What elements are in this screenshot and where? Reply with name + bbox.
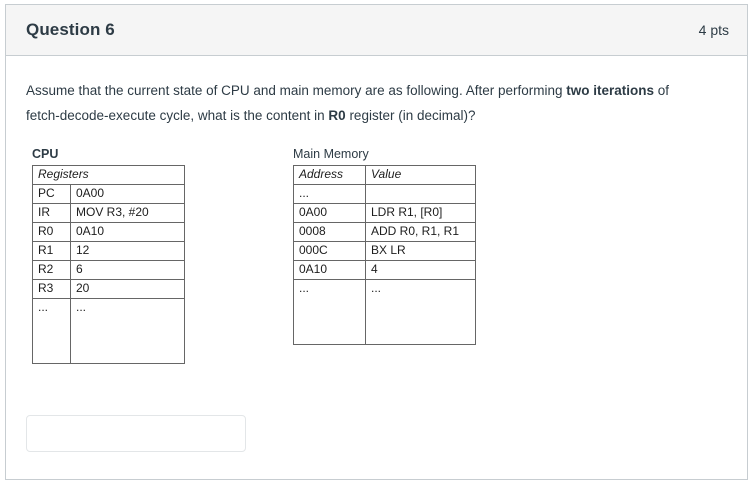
cpu-reg-value: 0A10 bbox=[70, 222, 185, 242]
question-points: 4 pts bbox=[698, 22, 729, 38]
memory-address: 0A00 bbox=[293, 203, 366, 223]
cpu-reg-value: ... bbox=[70, 298, 185, 364]
table-row-header: Registers bbox=[32, 165, 185, 185]
cpu-reg-name: R2 bbox=[32, 260, 71, 280]
prompt-emphasis-iterations: two iterations bbox=[566, 83, 655, 98]
cpu-reg-name: PC bbox=[32, 184, 71, 204]
question-card: Question 6 4 pts Assume that the current… bbox=[5, 4, 748, 480]
table-row: R0 0A10 bbox=[32, 222, 185, 242]
question-header: Question 6 4 pts bbox=[6, 5, 747, 56]
cpu-reg-value: 0A00 bbox=[70, 184, 185, 204]
table-row: 0008 ADD R0, R1, R1 bbox=[293, 222, 476, 242]
question-prompt: Assume that the current state of CPU and… bbox=[26, 78, 694, 128]
memory-value: ... bbox=[365, 279, 476, 345]
table-row: IR MOV R3, #20 bbox=[32, 203, 185, 223]
table-row: PC 0A00 bbox=[32, 184, 185, 204]
cpu-reg-name: R3 bbox=[32, 279, 71, 299]
cpu-reg-value: 12 bbox=[70, 241, 185, 261]
cpu-header-registers: Registers bbox=[32, 165, 185, 185]
memory-value: LDR R1, [R0] bbox=[365, 203, 476, 223]
cpu-reg-value: 6 bbox=[70, 260, 185, 280]
memory-value: 4 bbox=[365, 260, 476, 280]
tables-row: CPU Registers PC 0A00 IR MOV R3, # bbox=[26, 146, 725, 364]
table-row: R3 20 bbox=[32, 279, 185, 299]
cpu-reg-name: IR bbox=[32, 203, 71, 223]
memory-value: ADD R0, R1, R1 bbox=[365, 222, 476, 242]
prompt-text-part1: Assume that the current state of CPU and… bbox=[26, 83, 567, 98]
table-row-header: Address Value bbox=[293, 165, 476, 185]
table-row: ... ... bbox=[293, 279, 476, 345]
question-body: Assume that the current state of CPU and… bbox=[6, 56, 747, 364]
prompt-emphasis-register: R0 bbox=[328, 108, 346, 123]
memory-address: ... bbox=[293, 184, 366, 204]
page-title: Question 6 bbox=[26, 20, 115, 39]
memory-address: 0A10 bbox=[293, 260, 366, 280]
memory-value bbox=[365, 184, 476, 204]
memory-address: 0008 bbox=[293, 222, 366, 242]
memory-table-caption: Main Memory bbox=[293, 147, 369, 161]
answer-area bbox=[26, 415, 246, 452]
table-row: 0A10 4 bbox=[293, 260, 476, 280]
cpu-reg-value: 20 bbox=[70, 279, 185, 299]
cpu-reg-name: ... bbox=[32, 298, 71, 364]
answer-input[interactable] bbox=[26, 415, 246, 452]
table-row: ... ... bbox=[32, 298, 185, 364]
memory-address: ... bbox=[293, 279, 366, 345]
cpu-reg-name: R1 bbox=[32, 241, 71, 261]
memory-header-value: Value bbox=[365, 165, 476, 185]
table-row: 000C BX LR bbox=[293, 241, 476, 261]
cpu-table-block: CPU Registers PC 0A00 IR MOV R3, # bbox=[32, 146, 185, 364]
table-row: R2 6 bbox=[32, 260, 185, 280]
table-row: R1 12 bbox=[32, 241, 185, 261]
cpu-reg-name: R0 bbox=[32, 222, 71, 242]
cpu-registers-table: Registers PC 0A00 IR MOV R3, #20 R0 0A bbox=[32, 165, 185, 364]
table-row: ... bbox=[293, 184, 476, 204]
memory-table-block: Main Memory Address Value ... 0A0 bbox=[293, 146, 476, 345]
cpu-reg-value: MOV R3, #20 bbox=[70, 203, 185, 223]
main-memory-table: Address Value ... 0A00 LDR R1, [R0] 0 bbox=[293, 165, 476, 345]
table-row: 0A00 LDR R1, [R0] bbox=[293, 203, 476, 223]
prompt-text-part3: register (in decimal)? bbox=[345, 108, 476, 123]
prompt-text-part2: of fetch-decode-execute cycle, what is t… bbox=[26, 83, 670, 123]
cpu-table-caption: CPU bbox=[32, 147, 59, 161]
memory-header-address: Address bbox=[293, 165, 366, 185]
memory-address: 000C bbox=[293, 241, 366, 261]
memory-value: BX LR bbox=[365, 241, 476, 261]
